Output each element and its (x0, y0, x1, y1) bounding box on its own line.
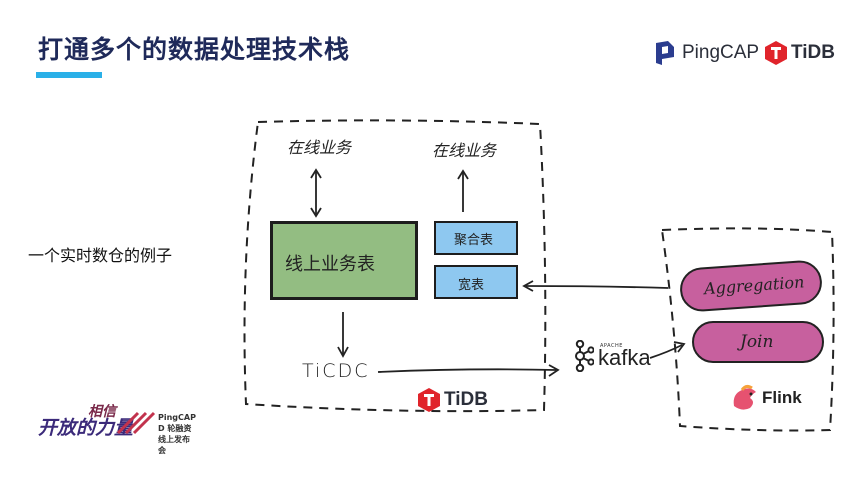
arrow-agg-wide (525, 285, 669, 289)
online-business-left: 在线业务 (287, 138, 352, 157)
pingcap-logo: PingCAP (654, 41, 759, 65)
flink-logo: Flink (730, 384, 802, 412)
side-label: 一个实时数仓的例子 (28, 246, 173, 265)
footer-org: PingCAP D 轮融资线上发布会 (158, 412, 196, 456)
aggregation-pill: Aggregation (678, 259, 824, 313)
arrow-ticdc-kafka (377, 368, 557, 373)
arrow-kafka-join (649, 344, 683, 359)
flink-squirrel-icon (733, 384, 756, 410)
tidb-logo: TiDB (765, 41, 835, 65)
footer-slogan-top: 相信 (88, 404, 116, 420)
wide-table-label: 宽表 (458, 278, 485, 293)
ticdc-label: TiCDC (302, 360, 370, 382)
footer-org-event: D 轮融资线上发布会 (158, 424, 192, 455)
agg-table-box: 聚合表 (434, 221, 518, 255)
kafka-icon (575, 340, 594, 372)
kafka-logo-text: kafka (598, 345, 651, 370)
wide-table-box: 宽表 (434, 265, 518, 299)
footer-org-name: PingCAP (158, 413, 196, 422)
page-title: 打通多个的数据处理技术栈 (38, 35, 351, 64)
online-business-right: 在线业务 (432, 141, 497, 160)
aggregation-label: Aggregation (703, 272, 805, 299)
tidb-icon (418, 388, 440, 412)
online-table-box: 线上业务表 (270, 221, 418, 300)
join-label: Join (740, 332, 774, 352)
agg-table-label: 聚合表 (454, 233, 494, 248)
kafka-apache-label: APACHE (600, 343, 623, 349)
tidb-diagram-logo-text: TiDB (444, 389, 488, 410)
pingcap-logo-text: PingCAP (682, 42, 760, 63)
footer-slogan: 开放的力量 (38, 417, 134, 439)
tidb-icon (765, 41, 787, 65)
kafka-logo: APACHE kafka (572, 340, 651, 372)
pingcap-icon (656, 41, 674, 65)
flink-logo-text: Flink (762, 388, 802, 407)
join-pill: Join (692, 321, 824, 363)
tidb-logo-text: TiDB (791, 42, 835, 63)
online-table-label: 线上业务表 (285, 254, 375, 275)
tidb-diagram-logo: TiDB (418, 388, 488, 412)
footer-stripes-icon (116, 411, 156, 435)
title-underline (36, 72, 102, 78)
